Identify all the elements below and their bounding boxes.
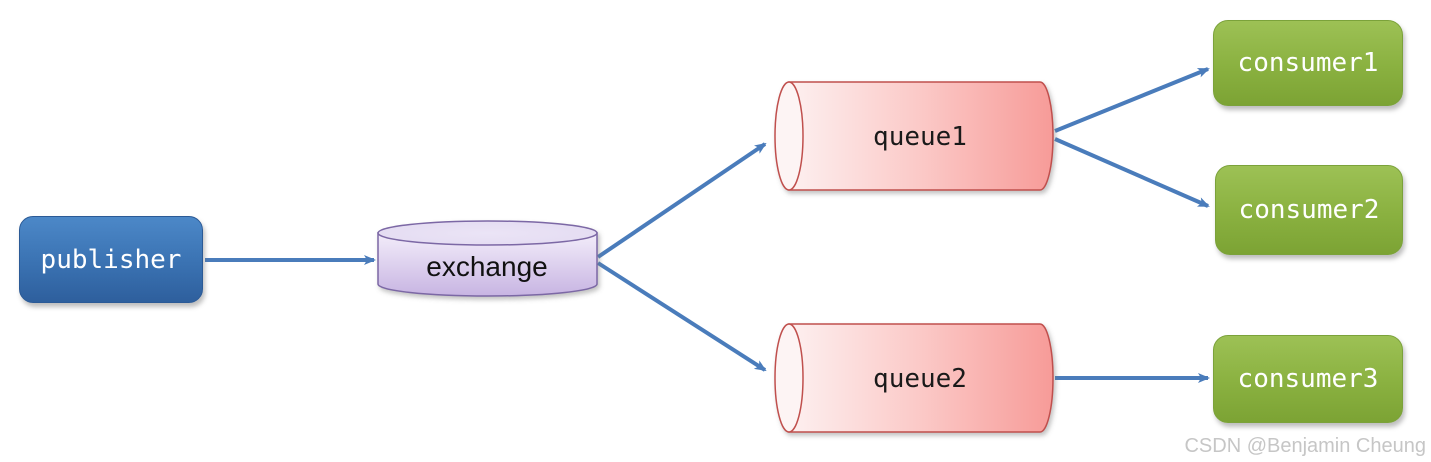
publisher-label: publisher [40,244,182,275]
publisher-node: publisher [19,216,203,303]
queue2-label-wrap: queue2 [873,364,967,394]
queue2-cylinder-open-end [774,323,804,433]
consumer1-label: consumer1 [1237,48,1379,78]
arrow-exchange-queue2 [596,261,767,372]
queue1-cylinder-body [788,81,1054,191]
consumer2-node: consumer2 [1215,165,1403,255]
consumer3-label: consumer3 [1237,364,1379,394]
arrow-queue1-consumer1 [1054,67,1210,133]
exchange-cylinder [377,220,598,297]
exchange-cylinder-body [377,232,598,297]
consumer1-node: consumer1 [1213,20,1403,106]
exchange-label: exchange [426,251,548,282]
watermark: CSDN @Benjamin Cheung [1184,435,1426,457]
consumer3-node: consumer3 [1213,335,1403,423]
queue1-label-wrap: queue1 [873,122,967,152]
queue1-cylinder [774,81,1054,191]
arrow-queue1-consumer2 [1054,137,1210,208]
exchange-cylinder-top [377,220,598,246]
queue2-label: queue2 [873,364,967,394]
consumer2-label: consumer2 [1238,195,1380,225]
arrow-layer [205,67,1210,383]
queue1-label: queue1 [873,122,967,152]
queue2-cylinder [774,323,1054,433]
arrow-exchange-queue1 [596,142,767,259]
queue2-cylinder-body [788,323,1054,433]
queue1-cylinder-open-end [774,81,804,191]
exchange-label-wrap: exchange [426,251,547,283]
